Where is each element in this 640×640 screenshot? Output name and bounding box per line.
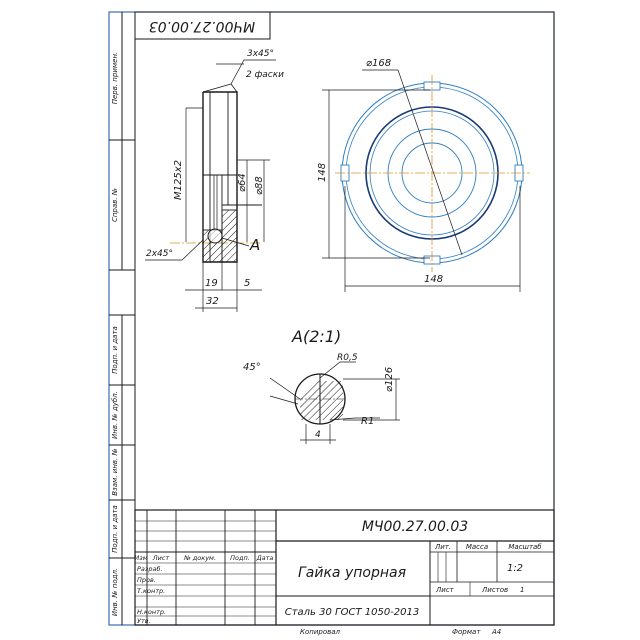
listov-label: Листов: [481, 586, 508, 594]
dim-5: 5: [244, 278, 250, 289]
detail-angle: 45°: [243, 362, 261, 373]
dim-chamfer-bottom: 2x45°: [146, 249, 173, 259]
title-block: [134, 509, 555, 626]
side-label-inv-podl: Инв. № подл.: [111, 568, 119, 616]
dim-h148: 148: [317, 163, 328, 182]
kopiroval-label: Копировал: [300, 628, 341, 636]
row-utv: Утв.: [137, 617, 151, 625]
detail-title: A(2:1): [291, 327, 341, 346]
side-label-perv-primen: Перв. примен.: [111, 52, 119, 105]
row-tkontr: Т.контр.: [137, 587, 165, 595]
detail-dia126: ⌀126: [384, 367, 395, 392]
front-dimensions: [322, 69, 521, 292]
listov-value: 1: [520, 586, 524, 594]
side-label-sprav-no: Справ. №: [111, 188, 119, 222]
col-list: Лист: [152, 554, 170, 562]
side-label-podp-data-1: Подп. и дата: [111, 326, 119, 374]
row-prov: Пров.: [137, 576, 156, 584]
dim-dia88: ⌀88: [254, 176, 265, 195]
col-data: Дата: [256, 554, 274, 562]
format-value: A4: [491, 628, 501, 636]
dim-thread: M125x2: [173, 160, 184, 200]
masshtab-label: Масштаб: [508, 543, 542, 551]
section-view: [170, 83, 262, 263]
side-label-vzam-inv: Взам. инв. №: [111, 448, 119, 496]
section-dimensions: [145, 59, 276, 312]
detail-view: A(2:1): [291, 327, 346, 425]
dim-chamfer-note: 2 фаски: [246, 70, 284, 80]
front-dim-texts: ⌀168 148 148: [317, 58, 443, 285]
front-view: [335, 75, 530, 272]
view-letter-a: A: [249, 236, 260, 254]
designation: МЧ00.27.00.03: [362, 519, 468, 535]
col-docno: № докум.: [183, 554, 216, 562]
left-side-labels: Перв. примен. Справ. № Подп. и дата Инв.…: [111, 52, 119, 616]
dim-19: 19: [205, 278, 218, 289]
dim-w148: 148: [424, 274, 443, 285]
left-side-column: [109, 12, 135, 625]
section-dim-texts: 3x45° 2 фаски M125x2 ⌀64 ⌀88 2x45° A 19 …: [146, 49, 284, 307]
dim-dia168: ⌀168: [366, 58, 391, 69]
side-label-podp-data-2: Подп. и дата: [111, 505, 119, 553]
designation-mirrored: МЧ00.27.00.03: [149, 18, 255, 34]
detail-dim-texts: 45° R0,5 ⌀126 R1 4: [243, 353, 395, 440]
massa-label: Масса: [466, 543, 488, 551]
row-razrab: Разраб.: [137, 565, 163, 573]
row-nkontr: Н.контр.: [137, 608, 166, 616]
format-label: Формат: [452, 628, 481, 636]
title-block-texts: МЧ00.27.00.03 Гайка упорная Сталь 30 ГОС…: [134, 519, 542, 636]
list-label: Лист: [435, 586, 455, 594]
top-designation-box: МЧ00.27.00.03: [134, 11, 271, 40]
dim-chamfer-top: 3x45°: [247, 49, 274, 59]
detail-r05: R0,5: [337, 353, 358, 363]
detail-r1: R1: [361, 416, 374, 427]
lit-label: Лит.: [434, 543, 451, 551]
material: Сталь 30 ГОСТ 1050-2013: [285, 607, 420, 618]
dim-dia64: ⌀64: [237, 173, 248, 192]
part-name: Гайка упорная: [298, 565, 406, 581]
col-podp: Подп.: [230, 554, 250, 562]
scale-value: 1:2: [507, 563, 523, 574]
detail-d4: 4: [315, 430, 321, 440]
detail-dimensions: [269, 361, 400, 444]
side-label-inv-dubl: Инв. № дубл.: [111, 391, 119, 439]
col-izm: Изм: [134, 554, 147, 562]
dim-32: 32: [206, 296, 219, 307]
